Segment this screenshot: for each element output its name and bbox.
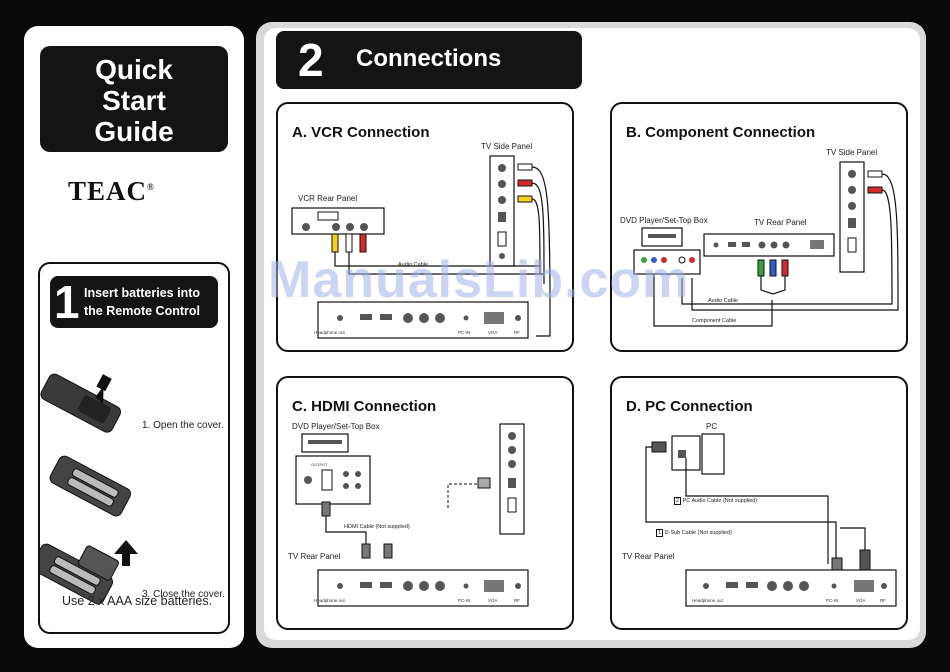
vcr-audio-cable-label: Audio Cable xyxy=(398,262,428,268)
component-tv-rear-label: TV Rear Panel xyxy=(754,218,807,227)
quick-start-guide-title: Quick Start Guide xyxy=(40,46,228,152)
vcr-diagram xyxy=(291,155,551,339)
vcr-title: A. VCR Connection xyxy=(292,124,430,141)
step-close-caption: 3. Close the cover. xyxy=(142,589,225,600)
component-diagram xyxy=(633,161,899,327)
section-number: 2 xyxy=(298,34,324,86)
remote-close-icon xyxy=(40,543,119,605)
step-1-batteries: 1 Insert batteries into the Remote Contr… xyxy=(38,262,230,634)
pc-audio-cable-label: 2 PC Audio Cable (Not supplied) xyxy=(674,497,758,505)
vcr-connection-box: A. VCR Connection TV Side Panel VCR Rear… xyxy=(276,102,574,352)
pc-title: D. PC Connection xyxy=(626,398,753,415)
pc-label: PC xyxy=(706,422,718,431)
title-line-3: Guide xyxy=(94,116,174,147)
component-cable-label: Component Cable xyxy=(692,318,737,324)
section-title: Connections xyxy=(356,45,502,72)
pc-dsub-cable-label: 1 D-Sub Cable (Not supplied) xyxy=(656,529,732,537)
step-1-number: 1 xyxy=(54,276,80,328)
right-panel: 2 Connections A. VCR Connection TV Side … xyxy=(256,22,926,648)
remote-control-illustrations xyxy=(40,373,138,605)
left-panel: Quick Start Guide TEAC® 1 Insert batteri… xyxy=(24,26,244,648)
component-tv-side-label: TV Side Panel xyxy=(826,148,878,157)
step-1-header: 1 Insert batteries into the Remote Contr… xyxy=(50,276,218,328)
hdmi-diagram xyxy=(295,423,529,607)
step-open-caption: 1. Open the cover. xyxy=(142,420,224,431)
brand-logo: TEAC® xyxy=(68,176,155,206)
pc-tv-rear-label: TV Rear Panel xyxy=(622,552,675,561)
arrow-up-icon xyxy=(114,540,138,566)
hdmi-dvd-label: DVD Player/Set-Top Box xyxy=(292,422,380,431)
component-audio-cable-label: Audio Cable xyxy=(708,298,738,304)
step-1-title: Insert batteries into the Remote Control xyxy=(84,286,200,318)
title-line-2: Start xyxy=(102,85,166,116)
pc-diagram xyxy=(645,433,897,607)
hdmi-tv-rear-label: TV Rear Panel xyxy=(288,552,341,561)
component-dvd-label: DVD Player/Set-Top Box xyxy=(620,216,708,225)
pc-connection-box: D. PC Connection PC 2 PC Audio Cable (No… xyxy=(610,376,908,630)
title-line-1: Quick xyxy=(95,54,173,85)
remote-open-icon xyxy=(40,373,122,433)
vcr-tv-side-label: TV Side Panel xyxy=(481,142,533,151)
vcr-rear-label: VCR Rear Panel xyxy=(298,194,358,203)
hdmi-title: C. HDMI Connection xyxy=(292,398,437,415)
connections-area: 2 Connections A. VCR Connection TV Side … xyxy=(264,28,920,640)
section-2-header: 2 Connections xyxy=(276,31,582,89)
hdmi-connection-box: C. HDMI Connection DVD Player/Set-Top Bo… xyxy=(276,376,574,630)
component-title: B. Component Connection xyxy=(626,124,816,141)
hdmi-cable-label: HDMI Cable (Not supplied) xyxy=(344,524,410,530)
battery-note: Use 2 x AAA size batteries. xyxy=(62,594,213,608)
remote-batteries-icon xyxy=(49,455,132,517)
component-connection-box: B. Component Connection TV Side Panel DV… xyxy=(610,102,908,352)
